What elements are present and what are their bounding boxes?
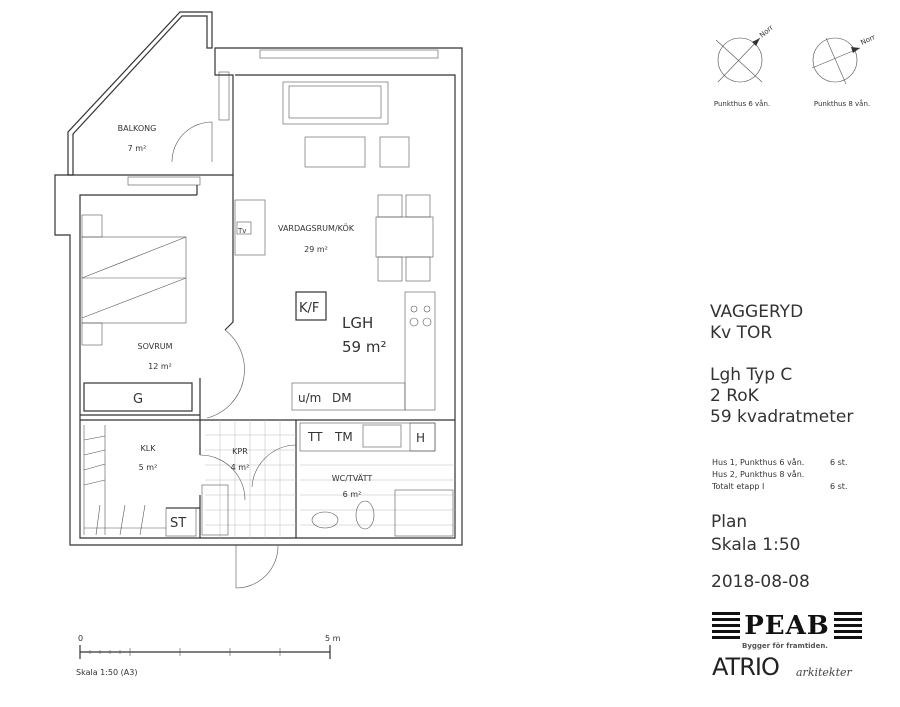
entrance-door bbox=[235, 545, 279, 589]
um-label: u/m bbox=[298, 391, 321, 405]
peab-logo: PEAB bbox=[712, 611, 862, 641]
atrio-sub: arkitekter bbox=[796, 666, 852, 679]
count-label-1: Hus 1, Punkthus 6 vån. bbox=[712, 458, 805, 467]
room-name-balkong: BALKONG bbox=[118, 124, 157, 133]
count-label-2: Hus 2, Punkthus 8 vån. bbox=[712, 470, 805, 479]
washer bbox=[394, 489, 454, 537]
h-label: H bbox=[416, 431, 425, 445]
outer-wall bbox=[54, 47, 463, 546]
tv-label: Tv bbox=[237, 227, 246, 235]
dining-table bbox=[375, 216, 434, 258]
count-label-3: Totalt etapp I bbox=[712, 482, 765, 491]
kf-box bbox=[295, 291, 327, 321]
info-plan: Plan bbox=[711, 512, 748, 532]
tt-label: TT bbox=[307, 430, 323, 444]
room-area-vardagsrum: 29 m² bbox=[304, 245, 328, 254]
peab-tagline: Bygger för framtiden. bbox=[742, 642, 828, 650]
kitchen-counter bbox=[404, 291, 436, 411]
wardrobe-g bbox=[83, 382, 193, 412]
scale-start: 0 bbox=[78, 634, 83, 643]
compass-8-north: Norr bbox=[859, 33, 876, 47]
compass-6 bbox=[715, 37, 763, 83]
room-area-sovrum: 12 m² bbox=[148, 362, 172, 371]
balcony-outline bbox=[67, 11, 213, 176]
count-value-3: 6 st. bbox=[830, 482, 848, 491]
bedroom-wall bbox=[80, 175, 234, 420]
room-area-klk: 5 m² bbox=[139, 463, 158, 472]
window-bedroom bbox=[127, 176, 201, 186]
bed bbox=[81, 236, 187, 324]
window-top bbox=[259, 49, 439, 59]
apartment-label: LGH bbox=[342, 314, 373, 332]
tv-unit bbox=[234, 199, 266, 256]
kitchen-lower bbox=[291, 382, 406, 411]
wc-door-swing bbox=[251, 444, 297, 488]
sofa bbox=[282, 81, 389, 125]
klk-shelves bbox=[83, 425, 229, 537]
info-scale: Skala 1:50 bbox=[711, 535, 801, 555]
armchair bbox=[379, 136, 410, 168]
compass-6-caption: Punkthus 6 vån. bbox=[714, 99, 770, 108]
kf-label: K/F bbox=[299, 301, 319, 316]
room-area-wc: 6 m² bbox=[343, 490, 362, 499]
dm-label: DM bbox=[332, 391, 352, 405]
count-value-1: 6 st. bbox=[830, 458, 848, 467]
scale-caption: Skala 1:50 (A3) bbox=[76, 668, 137, 677]
info-size: 59 kvadratmeter bbox=[710, 407, 854, 427]
info-place: VAGGERYD bbox=[710, 302, 804, 322]
window-balcony bbox=[218, 71, 230, 121]
room-name-sovrum: SOVRUM bbox=[137, 342, 172, 351]
room-name-kpr: KPR bbox=[232, 447, 248, 456]
atrio-logo: ATRIO bbox=[712, 653, 780, 681]
info-block: Kv TOR bbox=[710, 323, 773, 343]
wardrobe-label: G bbox=[133, 392, 143, 407]
room-name-wc: WC/TVÄTT bbox=[332, 473, 373, 483]
room-area-kpr: 4 m² bbox=[231, 463, 250, 472]
compass-8-caption: Punkthus 8 vån. bbox=[814, 99, 870, 108]
room-area-balkong: 7 m² bbox=[128, 144, 147, 153]
tm-label: TM bbox=[334, 430, 353, 444]
st-label: ST bbox=[170, 516, 186, 531]
sink bbox=[311, 511, 339, 529]
bathroom-tiles bbox=[205, 420, 455, 538]
scale-bar bbox=[79, 645, 331, 659]
scale-end: 5 m bbox=[325, 634, 341, 643]
inner-wall-outline bbox=[79, 74, 456, 539]
info-rooms: 2 RoK bbox=[710, 386, 759, 406]
toilet bbox=[355, 500, 375, 530]
info-type: Lgh Typ C bbox=[710, 365, 793, 385]
klk-door-swing bbox=[199, 454, 246, 501]
balcony-door-swing bbox=[171, 121, 213, 163]
compass-8 bbox=[811, 37, 861, 85]
compass-6-north: Norr bbox=[758, 24, 775, 40]
apartment-area: 59 m² bbox=[342, 338, 386, 356]
room-name-vardagsrum: VARDAGSRUM/KÖK bbox=[278, 223, 355, 233]
coffee-table bbox=[304, 136, 366, 168]
info-date: 2018-08-08 bbox=[711, 572, 810, 592]
bedroom-door-swing bbox=[206, 329, 245, 419]
room-name-klk: KLK bbox=[141, 444, 157, 453]
